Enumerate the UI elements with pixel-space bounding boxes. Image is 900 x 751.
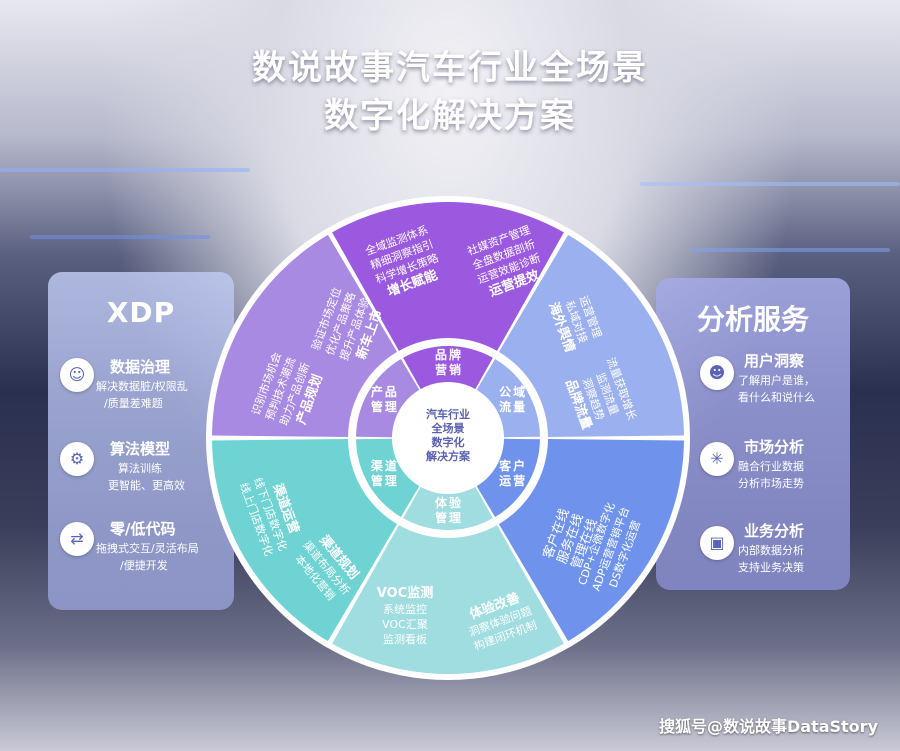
inner-label-customer: 客户运营 bbox=[498, 458, 525, 488]
title-line-2: 数字化解决方案 bbox=[324, 96, 576, 136]
center-label-line: 汽车行业 bbox=[426, 407, 470, 421]
outer-sector-product bbox=[212, 234, 398, 437]
inner-label-char: 销 bbox=[449, 362, 461, 377]
inner-sector-brand bbox=[403, 346, 493, 390]
inner-label-public: 公域流量 bbox=[499, 384, 525, 414]
brain-icon: ☺ bbox=[60, 358, 94, 392]
title-line-1: 数说故事汽车行业全场景 bbox=[252, 48, 648, 88]
business-icon: ▣ bbox=[700, 526, 734, 560]
inner-label-char: 管 bbox=[371, 399, 383, 414]
center-label-line: 全场景 bbox=[431, 421, 465, 435]
outer-sector-experience bbox=[332, 525, 564, 674]
inner-label-char: 营 bbox=[513, 473, 525, 488]
inner-label-char: 理 bbox=[385, 474, 397, 488]
xdp-item-title: 数据治理 bbox=[110, 358, 171, 376]
inner-sector-product bbox=[356, 358, 420, 438]
service-item-title: 市场分析 bbox=[744, 438, 805, 456]
outer-sector-channel bbox=[212, 439, 398, 642]
xdp-item-desc: 拖拽式交互/灵活布局 /便捷开发 bbox=[96, 540, 199, 574]
light-streak bbox=[690, 248, 890, 252]
market-icon: ✳ bbox=[700, 442, 734, 476]
desc-line: 解决数据脏/权限乱 bbox=[96, 380, 188, 393]
center-hub bbox=[396, 386, 500, 490]
outer-text-line: VOC汇聚 bbox=[382, 618, 428, 631]
center-label-line: 数字化 bbox=[432, 435, 465, 449]
inner-label-char: 管 bbox=[435, 510, 447, 525]
inner-label-char: 户 bbox=[513, 458, 525, 473]
inner-sector-public bbox=[476, 358, 540, 438]
inner-label-char: 理 bbox=[385, 400, 397, 414]
outer-text-line: 系统监控 bbox=[383, 602, 427, 616]
xdp-item-desc: 算法训练 更智能、更高效 bbox=[108, 460, 185, 494]
outer-sector-public bbox=[498, 234, 684, 437]
service-item-desc: 了解用户是谁， 看什么和说什么 bbox=[738, 372, 815, 406]
outer-text-line: 监测看板 bbox=[383, 632, 427, 646]
desc-line: 分析市场走势 bbox=[738, 477, 804, 490]
inner-label-channel: 渠道管理 bbox=[371, 458, 397, 488]
service-item-desc: 内部数据分析 支持业务决策 bbox=[738, 542, 804, 576]
desc-line: 内部数据分析 bbox=[738, 544, 804, 557]
xdp-item-desc: 解决数据脏/权限乱 /质量差难题 bbox=[96, 378, 188, 412]
inner-label-char: 域 bbox=[513, 384, 525, 399]
inner-label-char: 营 bbox=[435, 362, 447, 377]
inner-label-char: 公 bbox=[499, 385, 511, 399]
desc-line: 算法训练 bbox=[118, 462, 162, 475]
light-streak bbox=[0, 168, 250, 172]
desc-line: 看什么和说什么 bbox=[738, 391, 815, 404]
desc-line: 融合行业数据 bbox=[738, 460, 804, 473]
inner-label-char: 验 bbox=[449, 495, 462, 510]
service-item-title: 业务分析 bbox=[744, 522, 805, 540]
light-streak bbox=[30, 235, 210, 239]
inner-sector-customer bbox=[476, 438, 540, 518]
inner-label-char: 牌 bbox=[449, 347, 461, 362]
outer-bold-label: VOC监测 bbox=[377, 585, 433, 601]
xdp-item-title: 零/低代码 bbox=[110, 520, 176, 538]
light-streak bbox=[640, 182, 900, 186]
xdp-item-title: 算法模型 bbox=[110, 440, 171, 458]
desc-line: 拖拽式交互/灵活布局 bbox=[96, 542, 199, 555]
inner-label-char: 品 bbox=[385, 385, 397, 399]
service-item-title: 用户洞察 bbox=[744, 352, 805, 370]
chart-icon: ⚙ bbox=[60, 442, 94, 476]
inner-sector-experience bbox=[403, 486, 493, 530]
services-title: 分析服务 bbox=[696, 303, 809, 336]
xdp-panel: XDP ☺ 数据治理 解决数据脏/权限乱 /质量差难题 ⚙ 算法模型 算法训练 … bbox=[48, 272, 234, 610]
outer-sector-brand bbox=[332, 202, 564, 351]
page-title: 数说故事汽车行业全场景 数字化解决方案 bbox=[0, 44, 900, 140]
inner-label-char: 理 bbox=[449, 511, 461, 525]
inner-label-product: 产品管理 bbox=[371, 384, 397, 414]
flow-icon: ⇄ bbox=[60, 522, 94, 556]
desc-line: 更智能、更高效 bbox=[108, 479, 185, 492]
inner-label-char: 产 bbox=[371, 384, 383, 399]
xdp-title: XDP bbox=[106, 296, 176, 329]
user-icon: ☻ bbox=[700, 356, 734, 390]
inner-label-char: 体 bbox=[435, 495, 448, 510]
inner-label-char: 运 bbox=[499, 474, 511, 488]
center-label-line: 解决方案 bbox=[426, 449, 471, 463]
desc-line: /便捷开发 bbox=[120, 559, 168, 572]
inner-label-char: 道 bbox=[385, 458, 397, 473]
inner-label-brand: 品牌营销 bbox=[435, 347, 461, 377]
inner-label-char: 量 bbox=[513, 400, 525, 414]
desc-line: 了解用户是谁， bbox=[738, 374, 815, 387]
inner-label-char: 客 bbox=[498, 458, 512, 473]
inner-sector-channel bbox=[356, 438, 420, 518]
inner-label-char: 渠 bbox=[371, 458, 383, 473]
outer-sector-customer bbox=[498, 439, 684, 642]
inner-label-experience: 体验管理 bbox=[435, 495, 462, 525]
desc-line: 支持业务决策 bbox=[738, 561, 804, 574]
inner-label-char: 流 bbox=[499, 399, 511, 414]
watermark: 搜狐号@数说故事DataStory bbox=[658, 717, 878, 736]
desc-line: /质量差难题 bbox=[104, 397, 163, 410]
inner-label-char: 品 bbox=[435, 348, 447, 362]
inner-label-char: 管 bbox=[371, 473, 383, 488]
service-item-desc: 融合行业数据 分析市场走势 bbox=[738, 458, 804, 492]
